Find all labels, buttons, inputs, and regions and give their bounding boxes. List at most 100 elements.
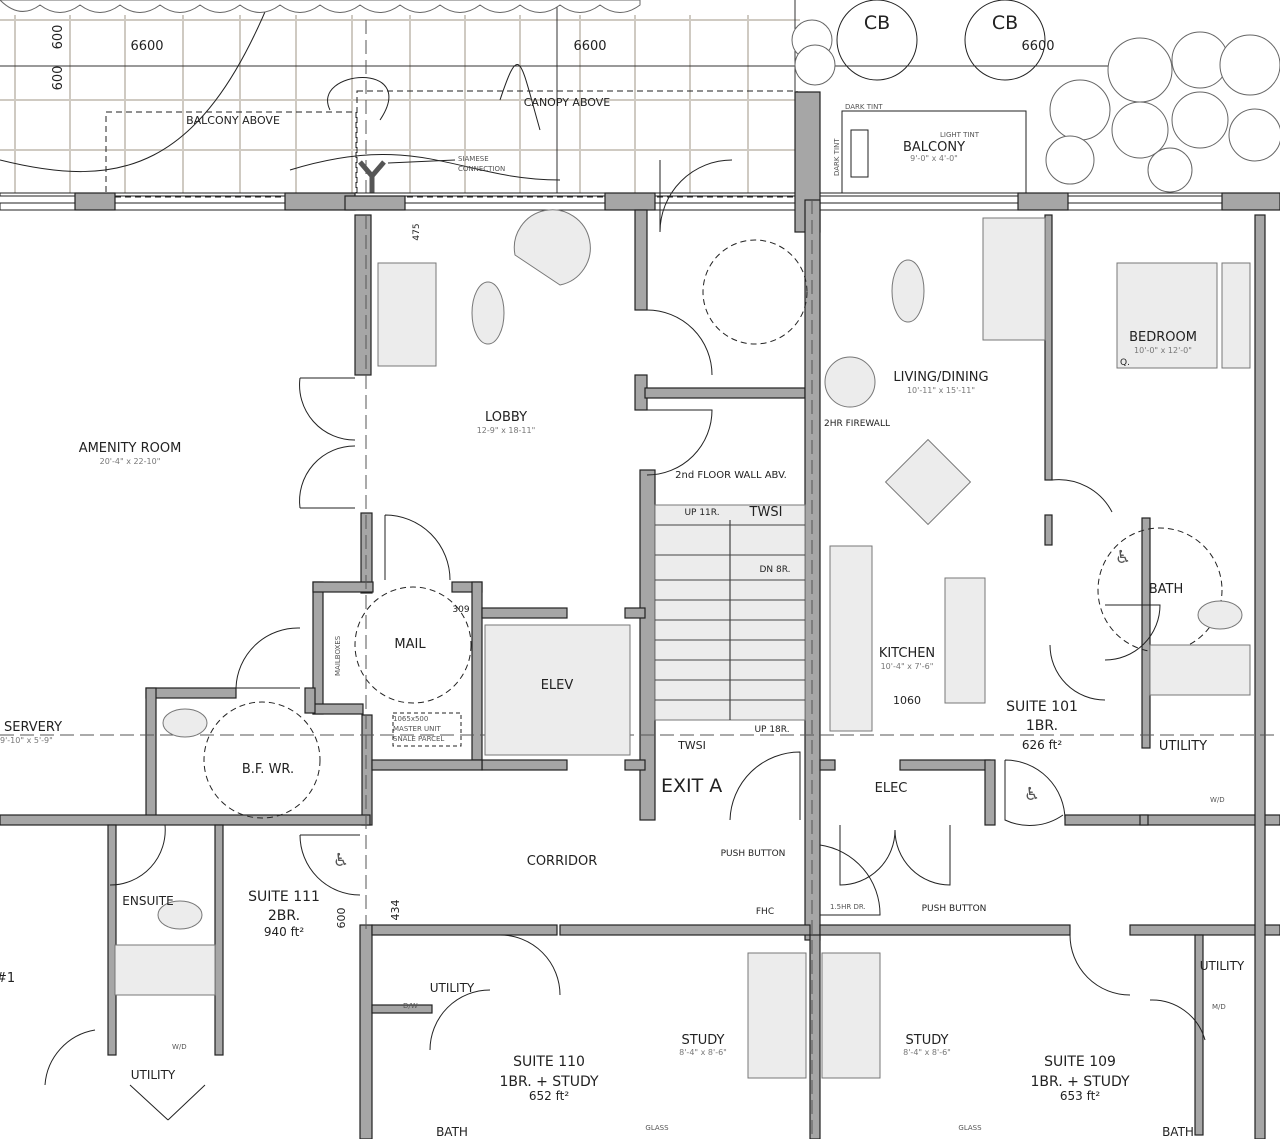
door-swing [646,409,713,476]
dimension-label: 434 [389,900,402,921]
room-label-lobby: LOBBY [485,410,527,425]
dimension-label: 6600 [130,39,163,54]
suite-110-type: 1BR. + STUDY [499,1074,599,1090]
room-size-study: 8'-4" x 8'-6" [903,1048,951,1057]
dimension-label: 6600 [1021,39,1054,54]
toilet [1197,600,1243,630]
door-swing [129,1084,206,1121]
door-swing [109,824,166,886]
room-label-kitchen: KITCHEN [879,646,935,661]
firewall-label: 2HR FIREWALL [824,419,890,429]
kitchen-island [944,577,986,704]
stair-label: DN 8R. [759,565,790,575]
room-label-bfwr: B.F. WR. [242,762,294,777]
balcony-label: BALCONY [903,140,965,155]
twsi-label: TWSI [677,739,706,752]
suite-101-name: SUITE 101 [1006,699,1078,715]
door-swing [819,844,881,916]
room-label-corridor: CORRIDOR [527,854,597,869]
suite-111-type: 2BR. [268,908,300,924]
wd-label: W/D [172,1043,187,1051]
door-swing [659,159,733,233]
door-swing [299,377,356,441]
dimension-label: 1060 [893,694,921,707]
bedroom-number: #1 [0,971,15,986]
door-swing [384,514,451,581]
door-swing [299,834,361,896]
cb-circle [964,0,1046,81]
dimension-label: 600 [335,908,348,929]
room-label-amenity: AMENITY ROOM [79,441,182,456]
turning-circle [1097,527,1223,653]
room-label-bath: BATH [1162,1125,1194,1139]
dimension-label: 600 [51,25,66,50]
dimension-label: 475 [412,223,422,240]
room-label-study: STUDY [682,1033,725,1048]
door-swing [1069,934,1131,996]
stair-treads [655,524,805,701]
siamese-connection-icon [358,160,386,193]
sofa [982,217,1046,341]
wheelchair-icon: ♿ [333,850,349,871]
door-swing [235,627,301,689]
door-swing [44,1029,96,1086]
room-label-bath: BATH [436,1125,468,1139]
parcel-unit-outline [392,712,462,747]
room-label-study: STUDY [906,1033,949,1048]
parcel-label: MASTER UNIT [393,725,441,733]
wheelchair-icon: ♿ [1115,547,1131,568]
door-swing [1051,479,1113,513]
siamese-connection-label: CONNECTION [458,165,505,173]
room-label-bedroom: BEDROOM [1129,330,1197,345]
armchair [824,356,876,408]
door-swing [499,934,561,996]
suite-110-area: 652 ft² [529,1089,569,1103]
site-grid [0,0,1280,195]
room-label-servery: SERVERY [4,720,62,735]
elevator-cab [484,624,631,756]
dimension-label: 600 [51,66,66,91]
room-size-kitchen: 10'-4" x 7'-6" [881,662,934,671]
push-button-label: PUSH BUTTON [721,849,786,859]
pillows [1221,262,1251,369]
tree [1045,135,1095,185]
dimension-label: 309 [452,605,469,615]
tree-row-top [0,0,641,13]
room-size-living: 10'-11" x 15'-11" [907,386,975,395]
door-swing [299,445,356,509]
shower [114,944,216,996]
suite-109-type: 1BR. + STUDY [1030,1074,1130,1090]
kitchen-counter [829,545,873,732]
bathtub [1149,644,1251,696]
dark-tint-label: DARK TINT [833,138,841,176]
room-label-utility: UTILITY [131,1068,176,1082]
room-label-utility: UTILITY [1200,959,1245,973]
room-label-utility: UTILITY [1159,739,1207,754]
wall-above-label: 2nd FLOOR WALL ABV. [675,470,787,481]
turning-circle [354,586,472,704]
room-label-living: LIVING/DINING [893,370,988,385]
suite-101-type: 1BR. [1026,718,1058,734]
room-label-ensuite: ENSUITE [122,894,173,908]
room-size-study: 8'-4" x 8'-6" [679,1048,727,1057]
wd-label: W/D [1210,796,1225,804]
dining-table [884,438,972,526]
walls [0,199,1280,1139]
room-label-utility: UTILITY [430,981,475,995]
glass-label: GLASS [645,1124,669,1132]
siamese-connection-label: SIAMESE [458,155,489,163]
mailboxes-label: MAILBOXES [334,635,342,676]
canopy-above-label: CANOPY ABOVE [524,96,611,109]
door-swing [646,309,713,376]
room-label-elev: ELEV [541,678,574,693]
tree [1107,37,1173,103]
room-label-bath: BATH [1149,582,1184,597]
door-swing [1104,604,1161,661]
tree [1049,79,1111,141]
glass-label: GLASS [958,1124,982,1132]
md-label: M/D [1212,1003,1226,1011]
suite-109-area: 653 ft² [1060,1089,1100,1103]
balcony-size: 9'-0" x 4'-0" [910,154,958,163]
suite-101-area: 626 ft² [1022,738,1062,752]
tree [1219,34,1280,96]
